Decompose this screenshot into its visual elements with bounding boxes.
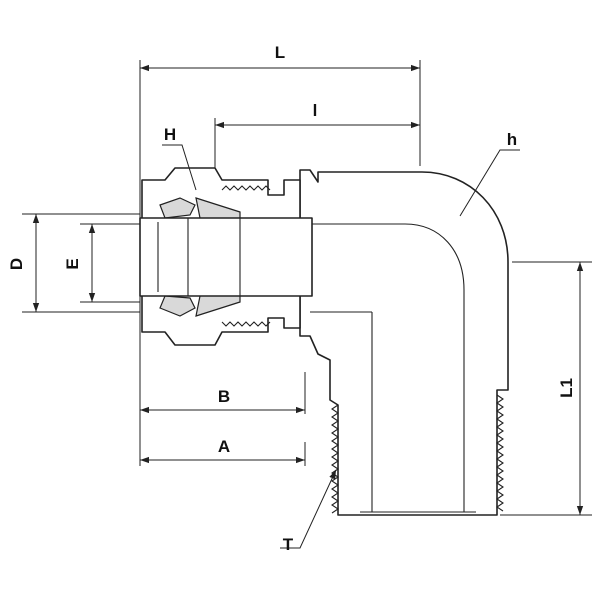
leader-h: [459, 149, 520, 217]
elbow-body: [299, 169, 509, 516]
label-L1: L1: [557, 378, 576, 398]
label-T: T: [283, 535, 294, 554]
tube: [139, 217, 313, 297]
front-ferrule: [159, 197, 196, 317]
leader-T: [280, 469, 337, 549]
label-H: H: [164, 125, 176, 144]
leader-H: [162, 144, 197, 191]
label-B: B: [218, 387, 230, 406]
label-E: E: [63, 258, 82, 269]
label-A: A: [218, 437, 230, 456]
label-l: l: [313, 101, 318, 120]
label-h: h: [507, 130, 517, 149]
label-L: L: [275, 43, 285, 62]
male-thread: [331, 394, 504, 514]
label-D: D: [7, 258, 26, 270]
